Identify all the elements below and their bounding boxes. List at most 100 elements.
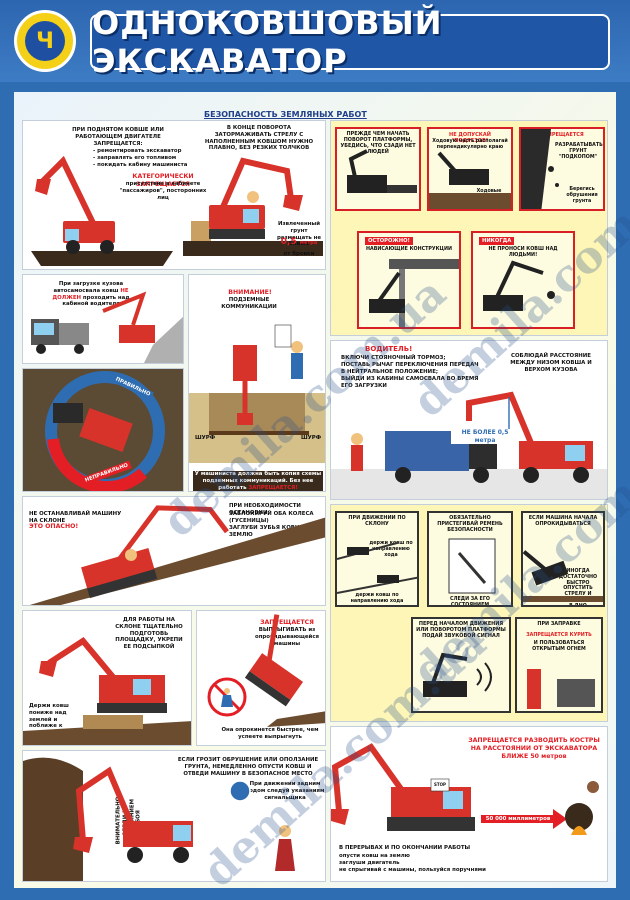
break-rules-title: В ПЕРЕРЫВАХ И ПО ОКОНЧАНИИ РАБОТЫ — [339, 845, 471, 851]
panel-raised-bucket: ПРИ ПОДНЯТОМ КОВШЕ ИЛИ РАБОТАЮЩЕМ ДВИГАТ… — [22, 120, 326, 270]
content-board: БЕЗОПАСНОСТЬ ЗЕМЛЯНЫХ РАБОТ ПРИ ПОДНЯТОМ… — [14, 92, 630, 897]
tile-seat-belt-note: СЛЕДИ ЗА ЕГО СОСТОЯНИЕМ — [450, 597, 490, 607]
raised-bucket-item-3: - покидать кабину машиниста — [93, 162, 188, 168]
header: Ч ОДНОКОВШОВЫЙ ЭКСКАВАТОР — [0, 0, 630, 82]
spoil-distance-tail: от бровки — [283, 251, 315, 257]
utilities-scheme-forbidden: ЗАПРЕЩАЕТСЯ! — [248, 484, 298, 491]
tile-overhead-caution: ОСТОРОЖНО! — [365, 237, 413, 246]
tile-check-behind-illustration — [347, 149, 417, 193]
stop-sign-icon — [430, 778, 450, 792]
tile-no-undercutting-illustration — [521, 129, 559, 209]
utilities-title: ПОДЗЕМНЫЕ КОММУНИКАЦИИ — [221, 297, 277, 310]
break-rule-1: опусти ковш на землю — [339, 853, 410, 859]
tile-no-undercut-text: Ходовую часть располагай перпендикулярно… — [432, 139, 508, 150]
fire-distance-warning: ЗАПРЕЩАЕТСЯ РАЗВОДИТЬ КОСТРЫ НА РАССТОЯН… — [468, 737, 600, 760]
spoil-distance-unit: метра — [299, 240, 318, 246]
driver-warning: ВОДИТЕЛЬ! — [365, 345, 413, 353]
excavator-illustration-1 — [35, 155, 115, 254]
slope-stop-warning: ЭТО ОПАСНО! — [29, 523, 79, 530]
tile-refuelling-title: ПРИ ЗАПРАВКЕ — [537, 621, 581, 627]
panel-landslide: ЕСЛИ ГРОЗИТ ОБРУШЕНИЕ ИЛИ ОПОЛЗАНИЕ ГРУН… — [22, 750, 326, 882]
fire-distance-arrow-label: 50 000 миллиметров — [485, 816, 551, 822]
no-jumping-warning: ЗАПРЕЩАЕТСЯ — [260, 619, 314, 626]
page-title: ОДНОКОВШОВЫЙ ЭКСКАВАТОР — [92, 4, 443, 80]
logo: Ч — [14, 10, 76, 72]
tile-no-undercutting-note: Берегись обрушения грунта — [566, 187, 598, 204]
slope-stop-heading: НЕ ОСТАНАВЛИВАЙ МАШИНУ НА СКЛОНЕ — [29, 511, 122, 524]
stop-sign-label: STOP — [434, 782, 446, 787]
spoil-distance-text: Извлеченный грунт размещать не ближе — [276, 221, 322, 248]
signalman-text: При движении задним ходом следуй указани… — [245, 781, 325, 801]
passenger-warning-text: присутствие в кабинете "пассажиров", пос… — [119, 181, 207, 201]
tile-refuelling: ПРИ ЗАПРАВКЕ ЗАПРЕЩАЕТСЯ КУРИТЬ И ПОЛЬЗО… — [515, 617, 603, 713]
raised-bucket-item-2: - заправлять его топливом — [93, 155, 177, 161]
tile-slope-travel: ПРИ ДВИЖЕНИИ ПО СКЛОНУ держи ковш по нап… — [335, 511, 419, 607]
slope-stop-item-1: ЗАБЛОКИРУЙ ОБА КОЛЕСА (ГУСЕНИЦЫ) — [229, 511, 314, 524]
dump-truck — [385, 431, 497, 483]
tile-check-behind: ПРЕЖДЕ ЧЕМ НАЧАТЬ ПОВОРОТ ПЛАТФОРМЫ, УБЕ… — [335, 127, 421, 211]
tile-never-illustration — [483, 260, 555, 311]
landslide-text: ЕСЛИ ГРОЗИТ ОБРУШЕНИЕ ИЛИ ОПОЛЗАНИЕ ГРУН… — [177, 757, 319, 777]
truck-loading-warning: НЕ ДОЛЖЕН — [52, 287, 129, 301]
panel-no-jumping: ЗАПРЕЩАЕТСЯ ВЫПРЫГИВАТЬ из опрокидывающе… — [196, 610, 326, 746]
utilities-warning: ВНИМАНИЕ! — [228, 289, 272, 296]
tile-overhead-text: НАВИСАЮЩИЕ КОНСТРУКЦИИ — [365, 247, 452, 252]
panel-rotation-safety: ПРЕЖДЕ ЧЕМ НАЧАТЬ ПОВОРОТ ПЛАТФОРМЫ, УБЕ… — [330, 120, 608, 336]
tile-seat-belt-title: ОБЯЗАТЕЛЬНО ПРИСТЕГИВАЙ РЕМЕНЬ БЕЗОПАСНО… — [437, 515, 503, 533]
reverse-sign-icon — [229, 780, 251, 802]
excavator-illustration-2 — [209, 157, 303, 239]
raised-bucket-illustration — [31, 155, 323, 266]
panel-slope-stop: НЕ ОСТАНАВЛИВАЙ МАШИНУ НА СКЛОНЕ ЭТО ОПА… — [22, 496, 326, 606]
no-jumping-illustration — [207, 614, 325, 727]
excavator-retreating — [73, 766, 193, 863]
driver-item-2: ПОСТАВЬ РЫЧАГ ПЕРЕКЛЮЧЕНИЯ ПЕРЕДАЧ В НЕЙ… — [341, 362, 479, 375]
truck-loading-text-2: проходить над кабиной водителя — [62, 294, 130, 308]
title-banner: ОДНОКОВШОВЫЙ ЭКСКАВАТОР — [90, 4, 610, 80]
tile-sound-signal-text: ПЕРЕД НАЧАЛОМ ДВИЖЕНИЯ ИЛИ ПОВОРОТОМ ПЛА… — [416, 621, 506, 639]
panel-truck-driver: ВОДИТЕЛЬ! ВКЛЮЧИ СТОЯНОЧНЫЙ ТОРМОЗ; ПОСТ… — [330, 340, 608, 500]
excavator-on-platform — [39, 637, 167, 713]
tile-sound-signal: ПЕРЕД НАЧАЛОМ ДВИЖЕНИЯ ИЛИ ПОВОРОТОМ ПЛА… — [411, 617, 511, 713]
tile-check-behind-text: ПРЕЖДЕ ЧЕМ НАЧАТЬ ПОВОРОТ ПЛАТФОРМЫ, УБЕ… — [340, 131, 416, 155]
logo-mark-icon: Ч — [25, 21, 65, 61]
tile-never-text: НЕ ПРОНОСИ КОВШ НАД ЛЮДЬМИ! — [488, 247, 558, 258]
tile-tipping-heading: ЕСЛИ МАШИНА НАЧАЛА ОПРОКИДЫВАТЬСЯ — [528, 515, 598, 527]
raised-bucket-item-1: - ремонтировать экскаватор — [93, 148, 182, 154]
tile-no-undercut: НЕ ДОПУСКАЙ "ПОДРЕЗОВ" Ходовую часть рас… — [427, 127, 513, 211]
truck-loading-text-1: При загрузке кузова автосамосвала ковш — [53, 281, 124, 294]
raised-bucket-heading: ПРИ ПОДНЯТОМ КОВШЕ ИЛИ РАБОТАЮЩЕМ ДВИГАТ… — [72, 127, 164, 147]
truck-loading-text: При загрузке кузова автосамосвала ковш Н… — [47, 281, 135, 308]
utilities-scheme-text-body: У машиниста должна быть копия схемы подз… — [194, 471, 322, 491]
excavator-at-rest — [331, 743, 475, 831]
shaft-label-left: ШУРФ — [194, 435, 216, 441]
shaft-label-right: ШУРФ — [300, 435, 322, 441]
panel-rotation-direction: ПРАВИЛЬНО НЕПРАВИЛЬНО — [22, 368, 184, 492]
tile-no-undercut-illustration — [429, 151, 511, 209]
tile-refuelling-illustration — [527, 669, 595, 709]
slope-illustration — [29, 505, 325, 605]
tile-seat-belt: ОБЯЗАТЕЛЬНО ПРИСТЕГИВАЙ РЕМЕНЬ БЕЗОПАСНО… — [427, 511, 513, 607]
tile-overhead-illustration — [369, 259, 459, 327]
tile-slope-travel-title: ПРИ ДВИЖЕНИИ ПО СКЛОНУ — [348, 515, 406, 527]
tile-no-undercut-title: НЕ ДОПУСКАЙ "ПОДРЕЗОВ" — [449, 132, 491, 144]
tile-never-label: НИКОГДА — [479, 237, 515, 246]
break-rule-3: не спрыгивай с машины, пользуйся поручня… — [339, 867, 486, 873]
panel-operation-rules: ПРИ ДВИЖЕНИИ ПО СКЛОНУ держи ковш по нап… — [330, 504, 608, 722]
utilities-illustration — [189, 324, 325, 463]
excavator-on-slope — [81, 505, 229, 599]
break-rule-2: заглуши двигатель — [339, 860, 400, 866]
utilities-scheme-text: У машиниста должна быть копия схемы подз… — [193, 471, 323, 491]
panel-slope-platform: ДЛЯ РАБОТЫ НА СКЛОНЕ ТЩАТЕЛЬНО ПОДГОТОВЬ… — [22, 610, 192, 746]
tile-overhead-structures: ОСТОРОЖНО! НАВИСАЮЩИЕ КОНСТРУКЦИИ — [357, 231, 461, 329]
page-subtitle: БЕЗОПАСНОСТЬ ЗЕМЛЯНЫХ РАБОТ — [204, 110, 367, 119]
tile-refuelling-no-smoking: ЗАПРЕЩАЕТСЯ КУРИТЬ — [526, 633, 592, 638]
tile-seat-belt-illustration — [448, 538, 496, 594]
slope-platform-illustration — [23, 637, 191, 745]
fire-distance-illustration — [331, 743, 599, 835]
no-jumping-text: ВЫПРЫГИВАТЬ из опрокидывающейся машины — [255, 627, 319, 647]
tile-no-undercutting-title: ЗАПРЕЩАЕТСЯ — [540, 132, 584, 138]
passenger-warning: КАТЕГОРИЧЕСКИ ЗАПРЕЩАЕТСЯ — [132, 173, 194, 188]
truck-loading-illustration — [31, 291, 183, 363]
tile-no-bucket-over-people: НИКОГДА НЕ ПРОНОСИ КОВШ НАД ЛЮДЬМИ! — [471, 231, 575, 329]
